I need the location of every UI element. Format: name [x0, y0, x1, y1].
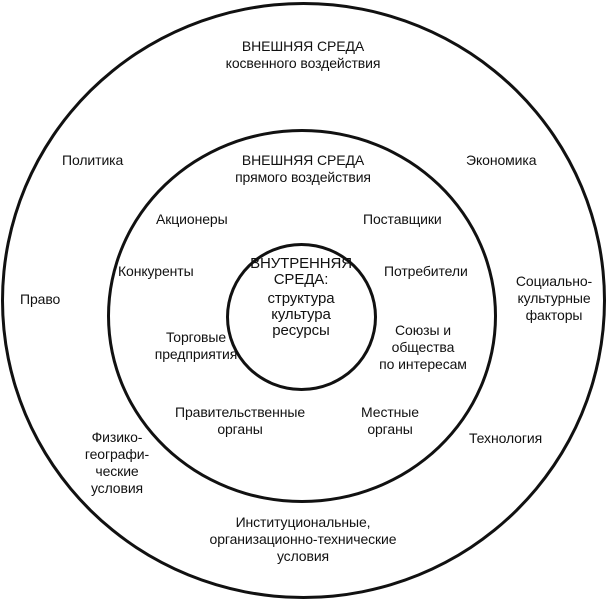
outer-factor-physical-geographic: Физико- географи- ческие условия [84, 429, 150, 496]
outer-factor-politics: Политика [62, 152, 124, 168]
middle-subtitle: прямого воздействия [235, 169, 371, 185]
inner-items: структура культура ресурсы [267, 290, 335, 339]
middle-title: ВНЕШНЯЯ СРЕДА [241, 152, 365, 168]
outer-factor-law: Право [20, 291, 61, 307]
outer-factor-sociocultural: Социально- культурные факторы [515, 273, 593, 323]
middle-circle [107, 129, 497, 503]
middle-factor-consumers: Потребители [384, 263, 468, 279]
outer-factor-technology: Технология [469, 430, 543, 446]
middle-factor-shareholders: Акционеры [156, 211, 228, 227]
middle-factor-suppliers: Поставщики [363, 211, 442, 227]
middle-factor-government: Правительственные органы [174, 404, 306, 437]
middle-factor-trade: Торговые предприятия [154, 329, 238, 362]
outer-factor-economics: Экономика [466, 152, 537, 168]
outer-title: ВНЕШНЯЯ СРЕДА [241, 38, 365, 54]
outer-subtitle: косвенного воздействия [225, 55, 381, 71]
middle-factor-unions: Союзы и общества по интересам [379, 322, 467, 372]
inner-title: ВНУТРЕННЯЯ СРЕДА: [250, 255, 352, 288]
outer-factor-institutional: Институциональные, организационно-технич… [209, 514, 397, 564]
inner-circle [226, 243, 377, 391]
middle-factor-competitors: Конкуренты [118, 263, 194, 279]
middle-factor-local: Местные органы [361, 404, 419, 437]
